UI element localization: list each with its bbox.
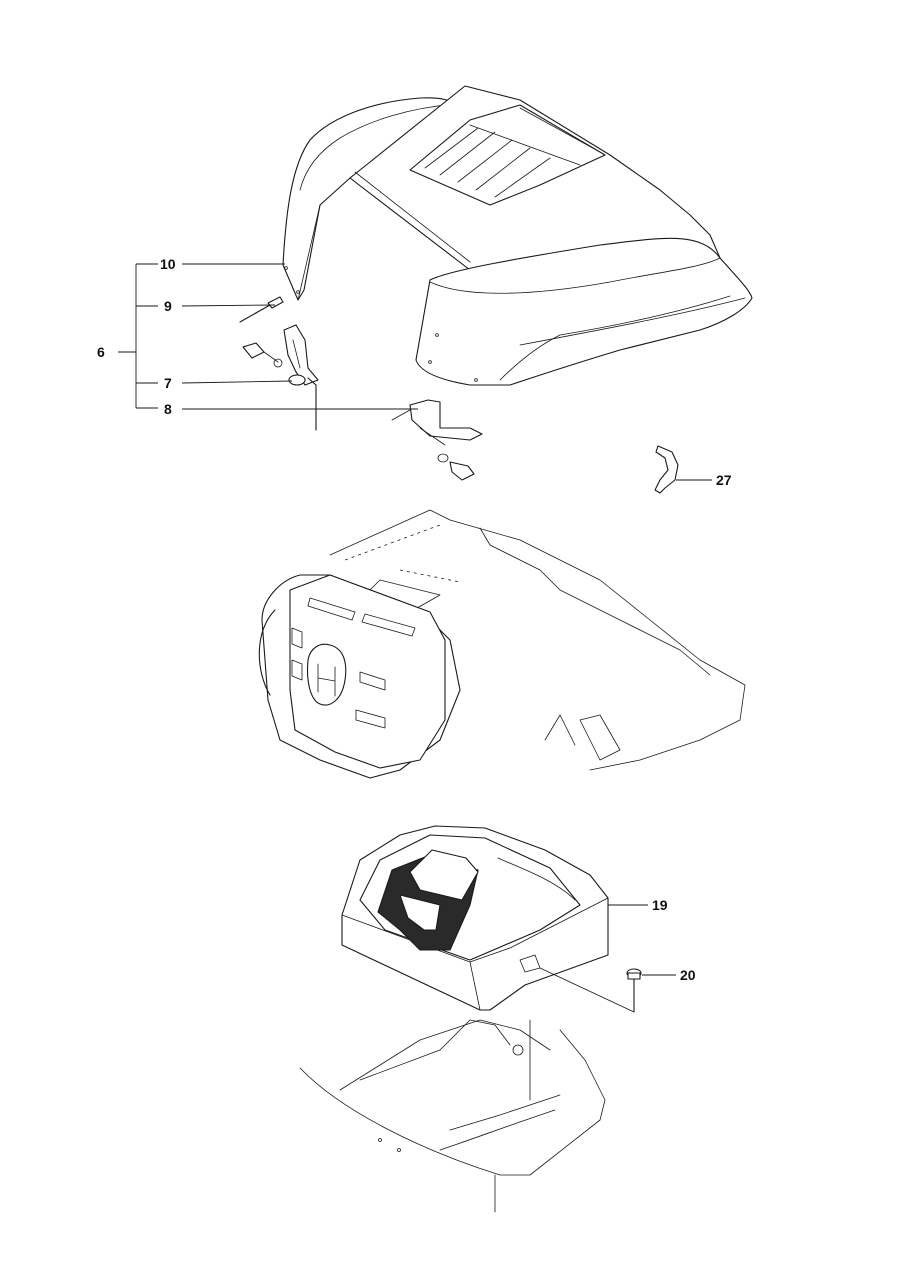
callout-7: 7 [164, 375, 172, 391]
leader-lines [118, 263, 712, 1013]
callout-8: 8 [164, 401, 172, 417]
callout-10: 10 [160, 256, 176, 272]
pin-part [239, 296, 284, 323]
screw-part [626, 968, 642, 1013]
hinge-bracket-part [242, 324, 319, 431]
callout-27: 27 [716, 472, 732, 488]
clip-part [654, 445, 679, 494]
callout-19: 19 [652, 897, 668, 913]
battery-cover-part [341, 825, 609, 1011]
callout-9: 9 [164, 298, 172, 314]
callout-6: 6 [97, 344, 105, 360]
hood-part [282, 85, 753, 386]
chassis-context [258, 509, 746, 779]
mounting-bracket-part [391, 399, 483, 481]
callouts: 10 9 6 7 8 27 19 20 [97, 256, 732, 983]
lower-chassis-context [299, 1019, 606, 1213]
callout-20: 20 [680, 967, 696, 983]
